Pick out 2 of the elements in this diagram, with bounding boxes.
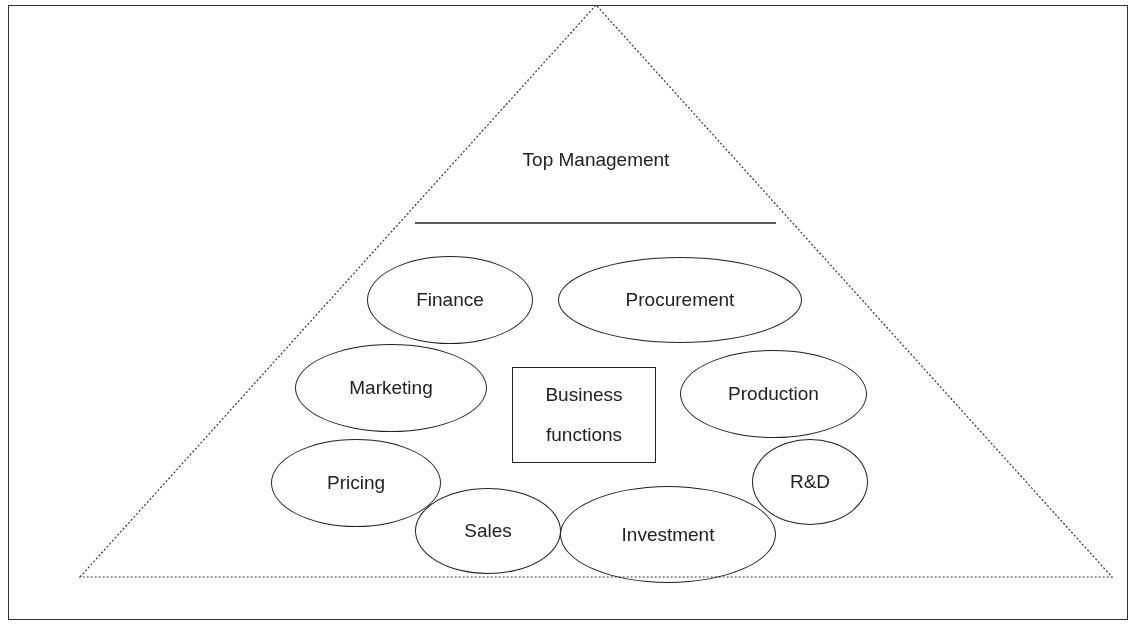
tier-heading: Top Management — [521, 148, 671, 172]
center-box: Business functions — [512, 367, 656, 463]
